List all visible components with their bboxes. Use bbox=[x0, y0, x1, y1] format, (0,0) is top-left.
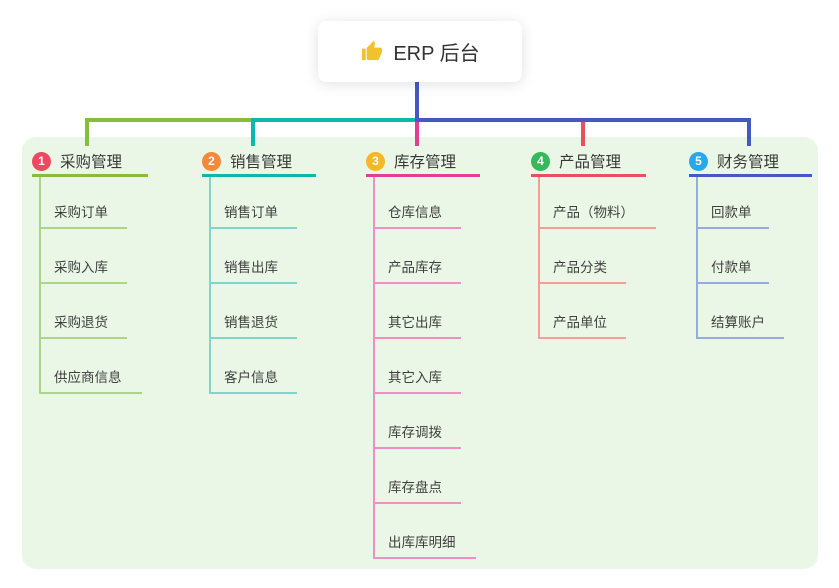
branch-underline-product bbox=[531, 174, 646, 177]
child-node[interactable]: 库存盘点 bbox=[388, 480, 442, 495]
branch-node-inventory[interactable]: 3 库存管理 bbox=[366, 151, 456, 171]
child-node[interactable]: 结算账户 bbox=[711, 315, 765, 330]
drop-line-purchase bbox=[85, 118, 89, 146]
child-underline bbox=[209, 337, 297, 339]
child-node[interactable]: 回款单 bbox=[711, 205, 752, 220]
child-underline bbox=[209, 282, 297, 284]
branch-spine-product bbox=[538, 177, 540, 339]
branch-node-finance[interactable]: 5 财务管理 bbox=[689, 151, 779, 171]
child-underline bbox=[373, 447, 461, 449]
branch-title-label: 产品管理 bbox=[559, 154, 622, 171]
drop-line-inventory bbox=[415, 122, 419, 146]
branch-node-sales[interactable]: 2 销售管理 bbox=[202, 151, 292, 171]
branch-number-badge: 3 bbox=[366, 151, 385, 171]
child-node[interactable]: 采购入库 bbox=[54, 260, 108, 275]
child-node[interactable]: 销售退货 bbox=[224, 315, 278, 330]
branch-underline-finance bbox=[689, 174, 812, 177]
branch-number-badge: 1 bbox=[32, 151, 51, 171]
branch-node-product[interactable]: 4 产品管理 bbox=[531, 151, 621, 171]
child-node[interactable]: 付款单 bbox=[711, 260, 752, 275]
child-underline bbox=[538, 282, 626, 284]
child-underline bbox=[209, 392, 297, 394]
branch-title-label: 库存管理 bbox=[394, 154, 457, 171]
child-node[interactable]: 供应商信息 bbox=[54, 370, 122, 385]
child-node[interactable]: 产品单位 bbox=[553, 315, 607, 330]
drop-line-sales bbox=[251, 118, 255, 146]
child-node[interactable]: 库存调拨 bbox=[388, 425, 442, 440]
child-node[interactable]: 采购退货 bbox=[54, 315, 108, 330]
child-underline bbox=[209, 227, 297, 229]
branch-underline-purchase bbox=[32, 174, 148, 177]
drop-line-product bbox=[581, 122, 585, 146]
branch-number-badge: 5 bbox=[689, 151, 708, 171]
child-underline bbox=[39, 392, 142, 394]
root-stem-line bbox=[415, 82, 419, 118]
root-node[interactable]: ERP 后台 bbox=[318, 21, 522, 82]
thumbs-up-icon bbox=[360, 40, 383, 63]
child-node[interactable]: 其它入库 bbox=[388, 370, 442, 385]
root-label: ERP 后台 bbox=[393, 43, 480, 65]
child-underline bbox=[538, 227, 656, 229]
branches-panel bbox=[22, 137, 818, 569]
branch-title-label: 销售管理 bbox=[230, 154, 293, 171]
child-node[interactable]: 其它出库 bbox=[388, 315, 442, 330]
child-node[interactable]: 客户信息 bbox=[224, 370, 278, 385]
child-node[interactable]: 出库库明细 bbox=[388, 535, 456, 550]
branch-number-badge: 2 bbox=[202, 151, 221, 171]
branch-title-label: 财务管理 bbox=[717, 154, 780, 171]
child-underline bbox=[696, 282, 769, 284]
child-underline bbox=[39, 227, 127, 229]
child-node[interactable]: 仓库信息 bbox=[388, 205, 442, 220]
drop-line-finance bbox=[747, 118, 751, 146]
branch-underline-sales bbox=[202, 174, 316, 177]
trunk-segment-2 bbox=[253, 118, 417, 122]
child-node[interactable]: 产品（物料） bbox=[553, 205, 634, 220]
child-node[interactable]: 销售订单 bbox=[224, 205, 278, 220]
child-underline bbox=[373, 337, 461, 339]
child-node[interactable]: 产品库存 bbox=[388, 260, 442, 275]
branch-spine-finance bbox=[696, 177, 698, 339]
child-node[interactable]: 产品分类 bbox=[553, 260, 607, 275]
branch-node-purchase[interactable]: 1 采购管理 bbox=[32, 151, 122, 171]
child-underline bbox=[696, 337, 784, 339]
child-underline bbox=[373, 502, 461, 504]
branch-spine-inventory bbox=[373, 177, 375, 559]
branch-title-label: 采购管理 bbox=[60, 154, 123, 171]
branch-spine-sales bbox=[209, 177, 211, 394]
child-underline bbox=[373, 392, 461, 394]
branch-spine-purchase bbox=[39, 177, 41, 394]
trunk-segment-1 bbox=[85, 118, 255, 122]
trunk-segment-3 bbox=[415, 118, 751, 122]
branch-number-badge: 4 bbox=[531, 151, 550, 171]
child-underline bbox=[538, 337, 626, 339]
child-underline bbox=[696, 227, 769, 229]
child-underline bbox=[373, 557, 476, 559]
child-node[interactable]: 采购订单 bbox=[54, 205, 108, 220]
child-underline bbox=[373, 282, 461, 284]
child-underline bbox=[373, 227, 461, 229]
child-underline bbox=[39, 282, 127, 284]
child-node[interactable]: 销售出库 bbox=[224, 260, 278, 275]
child-underline bbox=[39, 337, 127, 339]
branch-underline-inventory bbox=[366, 174, 480, 177]
